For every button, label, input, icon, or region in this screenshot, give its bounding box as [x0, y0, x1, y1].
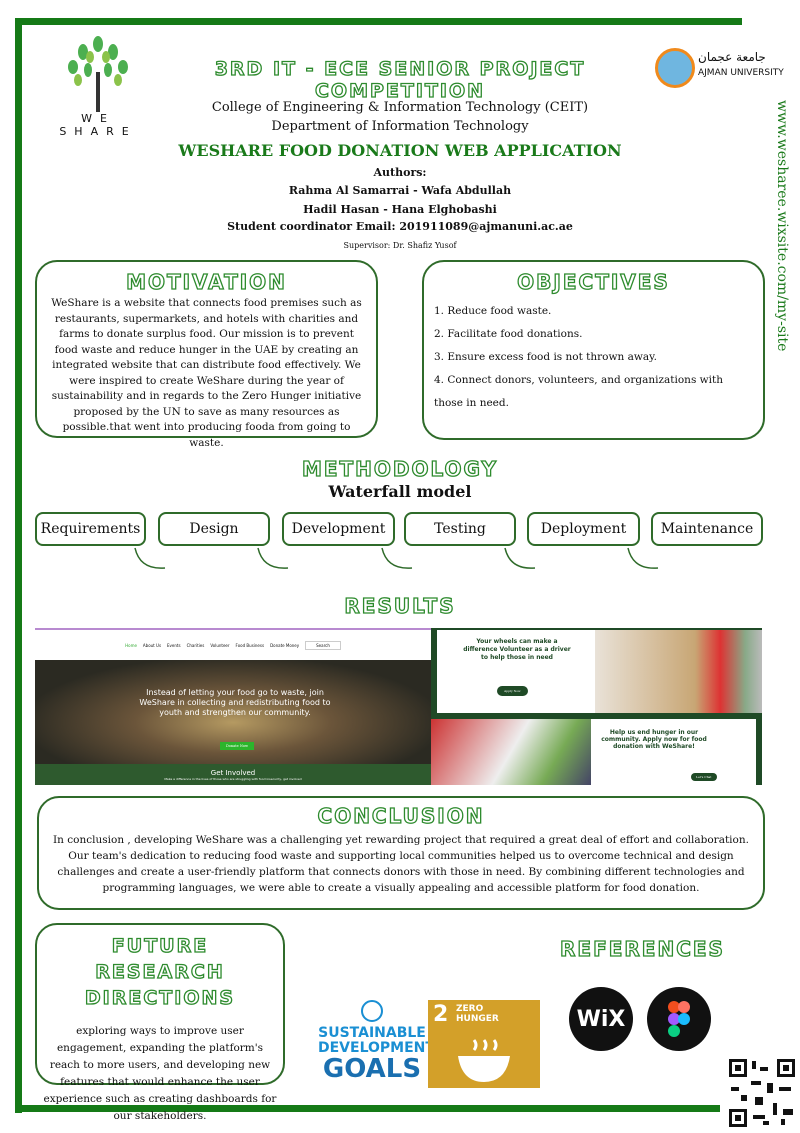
sdg-line-1: SUSTAINABLE — [318, 1025, 426, 1041]
nav-item: Volunteer — [210, 642, 230, 648]
apply-now-button: Apply Now — [497, 686, 528, 696]
step-development: Development — [282, 512, 395, 546]
frame-left — [15, 18, 22, 1113]
nav-item: About Us — [142, 642, 162, 648]
motivation-section: MOTIVATION WeShare is a website that con… — [35, 260, 378, 449]
results-title: RESULTS — [344, 593, 456, 618]
frame-top — [15, 18, 742, 25]
goal-name: ZERO HUNGER — [456, 1004, 499, 1024]
chat-button: Let's Chat — [691, 773, 717, 781]
frame-bottom — [15, 1105, 720, 1112]
zero-hunger-badge: 2 ZERO HUNGER — [428, 1000, 540, 1088]
sdg-line-2: DEVELOPMENT — [318, 1040, 435, 1056]
college: College of Engineering & Information Tec… — [211, 100, 589, 115]
sdg-logo: SUSTAINABLE DEVELOPMENT GOALS — [318, 1000, 435, 1084]
hero-text: Instead of letting your food go to waste… — [139, 688, 331, 717]
future-text: exploring ways to improve user engagemen… — [43, 1025, 277, 1122]
references-title: REFERENCES — [559, 936, 725, 961]
supervisor: Supervisor: Dr. Shafiz Yusof — [343, 241, 457, 250]
conclusion-section: CONCLUSION In conclusion , developing We… — [37, 796, 765, 910]
coordinator-email: Student coordinator Email: 201911089@ajm… — [227, 220, 573, 233]
objective-item: 2. Facilitate food donations. — [434, 328, 583, 340]
weshare-logo: WE SHARE — [38, 32, 158, 138]
step-requirements: Requirements — [35, 512, 146, 546]
wix-logo: WiX — [569, 987, 633, 1051]
search-box: Search — [305, 640, 341, 650]
conclusion-text: In conclusion , developing WeShare was a… — [53, 834, 749, 894]
website-volunteer-screenshot: Your wheels can make a difference Volunt… — [431, 628, 762, 785]
goal-number: 2 — [433, 1002, 449, 1027]
nav-item: Charities — [186, 642, 205, 648]
website-home-screenshot: Home About Us Events Charities Volunteer… — [35, 628, 431, 785]
nav-item: Events — [167, 642, 181, 648]
department: Department of Information Technology — [271, 119, 529, 134]
waterfall-arrows — [134, 547, 659, 569]
qr-code[interactable] — [727, 1057, 797, 1129]
conclusion-title: CONCLUSION — [317, 803, 485, 828]
logo-text: WE SHARE — [59, 112, 137, 138]
ajman-university-logo — [655, 48, 695, 88]
bowl-icon — [458, 1039, 510, 1082]
site-url[interactable]: www.wesharee.wixsite.com/my-site — [774, 100, 790, 352]
authors-line-2: Hadil Hasan - Hana Elghobashi — [303, 203, 497, 216]
step-deployment: Deployment — [527, 512, 640, 546]
hunger-text: Help us end hunger in our community. App… — [601, 729, 707, 750]
step-design: Design — [158, 512, 270, 546]
get-involved-sub: Make a difference in the lives of those … — [164, 777, 302, 781]
future-title: FUTURE RESEARCH DIRECTIONS — [84, 934, 236, 1009]
methodology-title: METHODOLOGY — [301, 456, 499, 481]
project-title: WESHARE FOOD DONATION WEB APPLICATION — [178, 141, 622, 160]
university-arabic: جامعة عجمان — [698, 50, 766, 64]
donation-photo — [431, 719, 591, 785]
step-maintenance: Maintenance — [651, 512, 763, 546]
methodology-subtitle: Waterfall model — [328, 482, 472, 501]
objective-item: 4. Connect donors, volunteers, and organ… — [434, 374, 723, 409]
get-involved-heading: Get Involved — [210, 769, 256, 777]
figma-icon — [668, 1001, 690, 1037]
volunteer-photo — [595, 630, 762, 713]
figma-logo — [647, 987, 711, 1051]
nav-item: Food Business — [235, 642, 265, 648]
sdg-line-3: GOALS — [322, 1054, 422, 1084]
motivation-text: WeShare is a website that connects food … — [51, 297, 362, 449]
volunteer-text: Your wheels can make a difference Volunt… — [463, 638, 571, 661]
university-name: AJMAN UNIVERSITY — [698, 68, 784, 78]
step-testing: Testing — [404, 512, 516, 546]
objectives-title: OBJECTIVES — [517, 269, 670, 294]
nav-item: Home — [125, 642, 137, 648]
nav-item: Donate Money — [270, 642, 300, 648]
motivation-title: MOTIVATION — [125, 269, 287, 294]
objective-item: 1. Reduce food waste. — [434, 305, 552, 317]
objectives-section: OBJECTIVES 1. Reduce food waste. 2. Faci… — [422, 260, 765, 440]
authors-label: Authors: — [373, 166, 427, 179]
objective-item: 3. Ensure excess food is not thrown away… — [434, 351, 657, 363]
authors-line-1: Rahma Al Samarrai - Wafa Abdullah — [288, 184, 512, 197]
donate-now-button: Donate Now — [220, 742, 255, 750]
competition-title: 3RD IT - ECE SENIOR PROJECT COMPETITION — [214, 57, 586, 102]
future-research-section: FUTURE RESEARCH DIRECTIONS exploring way… — [35, 923, 285, 1122]
